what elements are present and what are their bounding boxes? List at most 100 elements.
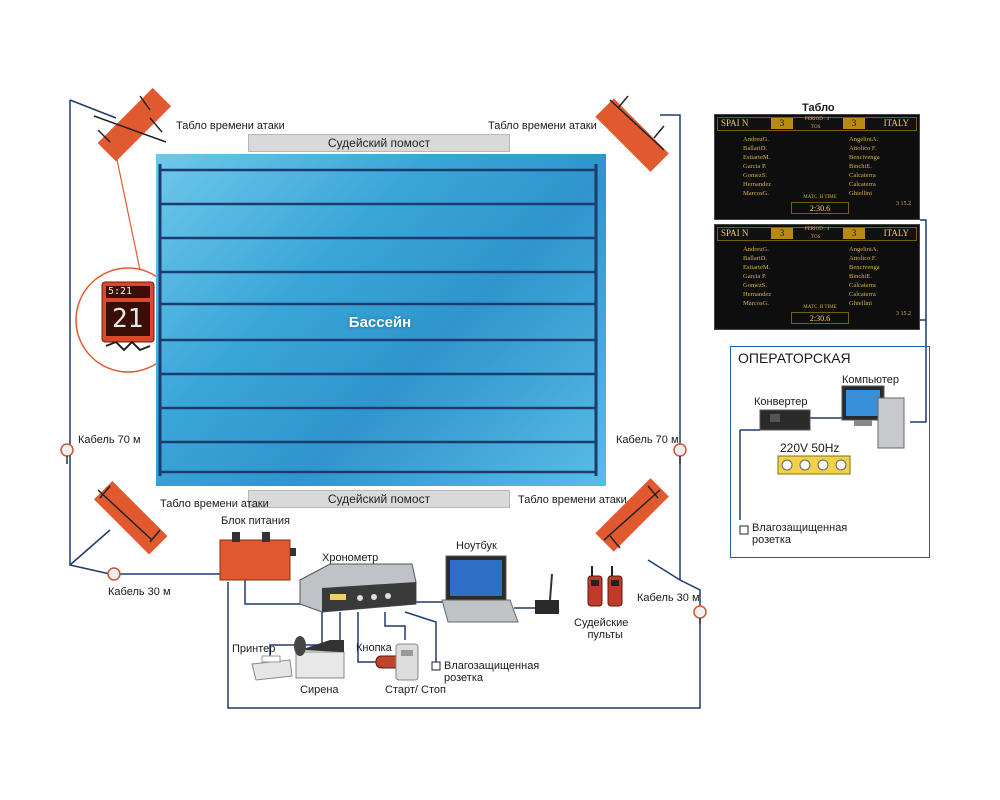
label-attack-board-tl: Табло времени атаки <box>176 120 285 132</box>
player-left: BallariD. <box>743 145 768 152</box>
cable-left-top <box>69 99 117 119</box>
attack-board-bottom-left <box>93 480 168 555</box>
label-converter: Конвертер <box>754 396 808 408</box>
players-right-list: AngeliniA. Attolico F. Bencivenga Binchi… <box>849 245 880 308</box>
label-cable-30-left: Кабель 30 м <box>108 586 171 598</box>
cable-reel-30-left <box>107 567 121 581</box>
label-attack-board-br: Табло времени атаки <box>518 494 627 506</box>
player-right: Calcaterra <box>849 282 876 289</box>
player-right: Calcaterra <box>849 181 876 188</box>
player-right: AngeliniA. <box>849 136 879 143</box>
label-waterproof-socket-operator-line1: Влагозащищенная <box>752 522 848 534</box>
player-right: Attolico F. <box>849 255 877 262</box>
period-label: PERIOD : 4 <box>804 227 830 232</box>
player-right: BinchiE. <box>849 163 872 170</box>
tos-label: TOS <box>811 235 821 240</box>
player-left: EstiarteM. <box>743 154 771 161</box>
label-start-stop: Старт/ Стоп <box>385 684 446 696</box>
player-right: Calcaterra <box>849 172 876 179</box>
chronometer-device <box>299 563 417 613</box>
scoreboard-title: Табло <box>802 102 835 114</box>
score-left: 3 <box>771 118 793 129</box>
team-left-name: SPAI N <box>721 228 749 238</box>
label-laptop: Ноутбук <box>456 540 497 552</box>
referee-remote-2 <box>607 566 623 607</box>
aux-readout: 3 15.2 <box>896 311 911 317</box>
team-right-name: ITALY <box>883 118 909 128</box>
players-left-list: AndreuG. BallariD. EstiarteM. Garcia P. … <box>743 245 771 308</box>
cable-lines <box>69 99 927 709</box>
player-left: Garcia P. <box>743 163 767 170</box>
cable-button <box>357 612 378 663</box>
label-waterproof-socket-operator-line2: розетка <box>752 534 791 546</box>
label-power-spec: 220V 50Hz <box>780 441 840 455</box>
label-siren: Сирена <box>300 684 339 696</box>
label-printer: Принтер <box>232 643 276 655</box>
score-left: 3 <box>771 228 793 239</box>
referee-remote-1 <box>587 566 603 607</box>
label-waterproof-socket-operator: Влагозащищенная розетка <box>752 522 847 546</box>
scoreboard-1: SPAI N 3 PERIOD : 4 TOS 3 ITALY AndreuG.… <box>714 114 920 220</box>
cable-power-chrono <box>244 578 300 605</box>
match-time-label: MATC. H TIME <box>803 305 837 310</box>
attack-board-top-right <box>595 95 669 172</box>
cable-socket <box>404 611 437 664</box>
player-right: Bencivenga <box>849 264 880 271</box>
player-right: Attolico F. <box>849 145 877 152</box>
cable-left <box>69 100 220 575</box>
power-unit-box <box>219 532 296 581</box>
player-right: Bencivenga <box>849 154 880 161</box>
cable-reel-70-left <box>60 443 74 464</box>
player-left: MarcosG. <box>743 300 769 307</box>
players-left-list: AndreuG. BallariD. EstiarteM. Garcia P. … <box>743 135 771 198</box>
label-attack-board-bl: Табло времени атаки <box>160 498 269 510</box>
shot-clock-big-digits: 21 <box>112 304 144 334</box>
label-referee-remotes: Судейские пульты <box>574 617 628 641</box>
aux-readout: 3 15.2 <box>896 201 911 207</box>
team-right-name: ITALY <box>883 228 909 238</box>
label-power-unit: Блок питания <box>221 515 290 527</box>
player-right: Calcaterra <box>849 291 876 298</box>
player-left: AndreuG. <box>743 136 769 143</box>
socket-icon-pool <box>431 661 441 671</box>
label-computer: Компьютер <box>842 374 899 386</box>
players-right-list: AngeliniA. Attolico F. Bencivenga Binchi… <box>849 135 880 198</box>
player-left: Hernandez <box>743 291 772 298</box>
operator-room-frame <box>730 346 930 558</box>
pool-area <box>156 154 606 486</box>
player-left: BallariD. <box>743 255 768 262</box>
player-left: GomezS. <box>743 282 768 289</box>
label-attack-board-tr: Табло времени атаки <box>488 120 597 132</box>
pool-title: Бассейн <box>348 314 412 331</box>
cable-right <box>660 114 681 460</box>
start-stop-device <box>395 643 419 681</box>
label-cable-30-right: Кабель 30 м <box>637 592 700 604</box>
shot-clock-stand <box>105 340 151 352</box>
score-right: 3 <box>843 228 865 239</box>
match-time-clock: 2:30.6 <box>791 202 849 214</box>
printer-device <box>251 655 293 681</box>
cable-right-bottom <box>227 559 701 709</box>
label-waterproof-socket-pool-line1: Влагозащищенная <box>444 660 540 672</box>
scoreboard-2: SPAI N 3 PERIOD : 4 TOS 3 ITALY AndreuG.… <box>714 224 920 330</box>
tos-label: TOS <box>811 125 821 130</box>
attack-board-top-left <box>93 87 172 162</box>
label-cable-70-right: Кабель 70 м <box>616 434 679 446</box>
cable-reel-30-right <box>693 605 707 624</box>
player-right: BinchiE. <box>849 273 872 280</box>
label-referee-remotes-line1: Судейские <box>574 617 629 629</box>
shot-clock-main-panel <box>106 302 150 336</box>
player-left: AndreuG. <box>743 246 769 253</box>
label-waterproof-socket-pool-line2: розетка <box>444 672 483 684</box>
player-left: MarcosG. <box>743 190 769 197</box>
computer-device <box>841 385 905 449</box>
label-cable-70-left: Кабель 70 м <box>78 434 141 446</box>
team-left-name: SPAI N <box>721 118 749 128</box>
laptop-device <box>441 555 519 623</box>
player-left: GomezS. <box>743 172 768 179</box>
siren-device <box>294 636 345 679</box>
judges-platform-bottom: Судейский помост <box>248 490 510 508</box>
shot-clock-top-digits: 5:21 <box>108 286 133 297</box>
pool-lanes <box>158 164 598 476</box>
